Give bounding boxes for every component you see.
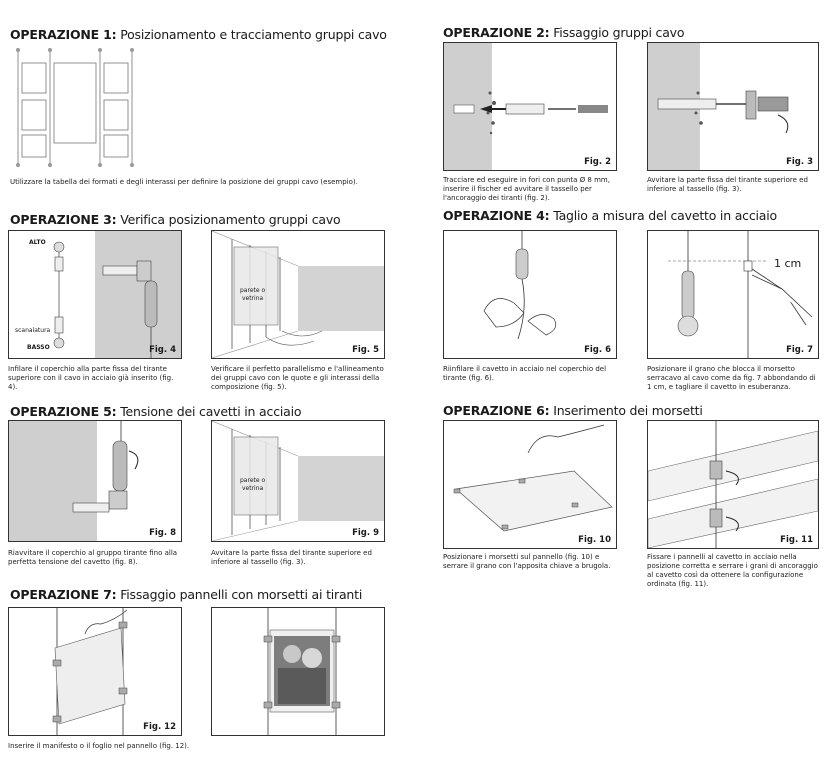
- fig4-label-alto: ALTO: [29, 239, 46, 246]
- op4-heading: OPERAZIONE 4: Taglio a misura del cavett…: [443, 208, 777, 223]
- op1-heading: OPERAZIONE 1: Posizionamento e tracciame…: [10, 27, 387, 42]
- op7-heading: OPERAZIONE 7: Fissaggio pannelli con mor…: [10, 587, 362, 602]
- fig10-panel: Fig. 10: [443, 420, 617, 549]
- op5-heading: OPERAZIONE 5: Tensione dei cavetti in ac…: [10, 404, 302, 419]
- op6-subtitle: Inserimento dei morsetti: [553, 403, 703, 418]
- fig9-label: Fig. 9: [352, 528, 379, 538]
- op6-heading: OPERAZIONE 6: Inserimento dei morsetti: [443, 403, 703, 418]
- fig7-panel: 1 cm Fig. 7: [647, 230, 819, 359]
- fig13-panel: [211, 607, 385, 736]
- fig4-panel: ALTO scanalatura BASSO Fig. 4: [8, 230, 182, 359]
- op3-heading: OPERAZIONE 3: Verifica posizionamento gr…: [10, 212, 341, 227]
- op3-subtitle: Verifica posizionamento gruppi cavo: [120, 212, 341, 227]
- fig11-panel: Fig. 11: [647, 420, 819, 549]
- op1-grid-diagram: [16, 48, 134, 167]
- fig6-panel: Fig. 6: [443, 230, 617, 359]
- fig12-caption: Inserire il manifesto o il foglio nel pa…: [8, 742, 190, 750]
- fig12-label: Fig. 12: [143, 722, 176, 732]
- fig7-caption: Posizionare il grano che blocca il morse…: [647, 365, 816, 391]
- fig8-label: Fig. 8: [149, 528, 176, 538]
- fig6-label: Fig. 6: [584, 345, 611, 355]
- fig4-label-basso: BASSO: [27, 344, 50, 351]
- fig4-caption: Infilare il coperchio alla parte fissa d…: [8, 365, 174, 391]
- fig2-label: Fig. 2: [584, 157, 611, 167]
- fig7-label: Fig. 7: [786, 345, 813, 355]
- op7-subtitle: Fissaggio pannelli con morsetti ai tiran…: [120, 587, 363, 602]
- fig11-caption: Fissare i pannelli al cavetto in acciaio…: [647, 553, 818, 588]
- op1-caption: Utilizzare la tabella dei formati e degl…: [10, 178, 358, 186]
- fig5-caption: Verificare il perfetto parallelismo e l'…: [211, 365, 384, 391]
- fig4-label-scanalatura: scanalatura: [15, 327, 51, 334]
- fig5-wall-label-2: vetrina: [242, 295, 264, 302]
- fig2-panel: Fig. 2: [443, 42, 617, 171]
- fig5-wall-label-1: parete o: [240, 287, 266, 294]
- op6-title: OPERAZIONE 6:: [443, 403, 550, 418]
- fig7-measure-label: 1 cm: [774, 257, 802, 270]
- op7-title: OPERAZIONE 7:: [10, 587, 117, 602]
- op2-title: OPERAZIONE 2:: [443, 25, 550, 40]
- fig3-caption: Avvitare la parte fissa del tirante supe…: [647, 176, 808, 193]
- op2-subtitle: Fissaggio gruppi cavo: [553, 25, 685, 40]
- fig5-panel: parete o vetrina Fig. 5: [211, 230, 385, 359]
- fig10-caption: Posizionare i morsetti sul pannello (fig…: [443, 553, 611, 570]
- fig9-panel: parete o vetrina Fig. 9: [211, 420, 385, 542]
- fig11-label: Fig. 11: [780, 535, 813, 545]
- op5-title: OPERAZIONE 5:: [10, 404, 117, 419]
- fig5-label: Fig. 5: [352, 345, 379, 355]
- op1-subtitle: Posizionamento e tracciamento gruppi cav…: [120, 27, 387, 42]
- fig8-panel: Fig. 8: [8, 420, 182, 542]
- fig3-label: Fig. 3: [786, 157, 813, 167]
- fig2-caption: Tracciare ed eseguire in fori con punta …: [443, 176, 610, 202]
- fig6-caption: Riinfilare il cavetto in acciaio nel cop…: [443, 365, 607, 382]
- fig8-caption: Riavvitare il coperchio al gruppo tirant…: [8, 549, 178, 566]
- fig9-wall-label-1: parete o: [240, 477, 266, 484]
- fig10-label: Fig. 10: [578, 535, 611, 545]
- op1-title: OPERAZIONE 1:: [10, 27, 117, 42]
- fig12-panel: Fig. 12: [8, 607, 182, 736]
- fig9-caption: Avvitare la parte fissa del tirante supe…: [211, 549, 372, 566]
- op5-subtitle: Tensione dei cavetti in acciaio: [120, 404, 302, 419]
- op3-title: OPERAZIONE 3:: [10, 212, 117, 227]
- op4-subtitle: Taglio a misura del cavetto in acciaio: [553, 208, 777, 223]
- fig9-wall-label-2: vetrina: [242, 485, 264, 492]
- fig4-label: Fig. 4: [149, 345, 176, 355]
- fig3-panel: Fig. 3: [647, 42, 819, 171]
- op4-title: OPERAZIONE 4:: [443, 208, 550, 223]
- op2-heading: OPERAZIONE 2: Fissaggio gruppi cavo: [443, 25, 684, 40]
